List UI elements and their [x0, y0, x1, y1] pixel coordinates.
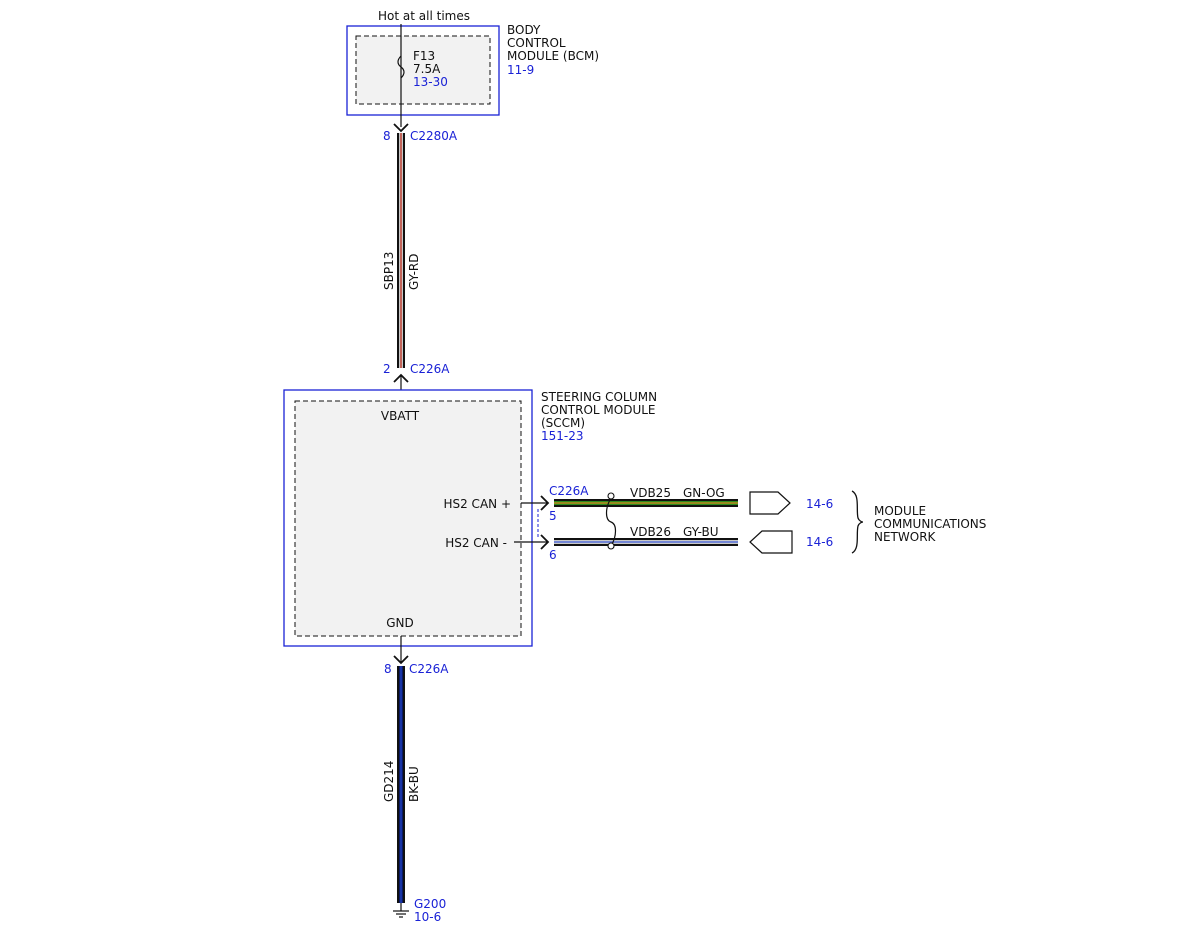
can-pin-lo: 6: [549, 548, 557, 562]
vdb26-continuation-arrow[interactable]: [749, 530, 793, 554]
c226a-bottom-pin: 8: [384, 662, 392, 676]
vdb26-page-ref[interactable]: 14-6: [806, 535, 833, 549]
wire-vdb25-circuit: VDB25: [630, 486, 671, 500]
wire-vdb26-color: GY-BU: [683, 525, 719, 539]
vdb25-continuation-arrow[interactable]: [749, 491, 791, 515]
sccm-pin-gnd: GND: [386, 616, 414, 630]
ground-page-ref[interactable]: 10-6: [414, 910, 441, 924]
wire-sbp13-color: GY-RD: [407, 253, 421, 290]
vdb25-page-ref[interactable]: 14-6: [806, 497, 833, 511]
wire-vdb26-circuit: VDB26: [630, 525, 671, 539]
wire-vdb25-color: GN-OG: [683, 486, 725, 500]
sccm-page-ref[interactable]: 151-23: [541, 429, 584, 443]
sccm-inner-box: [294, 400, 522, 637]
twisted-pair-dot: [607, 492, 615, 500]
wire-gd214[interactable]: [397, 666, 405, 903]
fuse-rating: 7.5A: [413, 62, 441, 76]
fuse-id: F13: [413, 49, 435, 63]
c2280a-pin: 8: [383, 129, 391, 143]
ground-icon: [393, 903, 409, 918]
fuse-page-ref[interactable]: 13-30: [413, 75, 448, 89]
supply-label: Hot at all times: [378, 9, 470, 23]
wire-sbp13[interactable]: [397, 133, 405, 368]
wire-gd214-color: BK-BU: [407, 766, 421, 802]
sccm-pin-can-lo: HS2 CAN -: [445, 536, 507, 550]
bcm-name-line-2: CONTROL: [507, 36, 566, 50]
bcm-page-ref[interactable]: 11-9: [507, 63, 534, 77]
wire-vdb25[interactable]: [554, 499, 738, 507]
c2280a-arrow: [393, 123, 409, 133]
network-line-2: COMMUNICATIONS: [874, 517, 986, 531]
bcm-name-line-3: MODULE (BCM): [507, 49, 599, 63]
network-brace: [851, 490, 864, 554]
bcm-module[interactable]: [346, 25, 500, 116]
twisted-pair-dot-bottom: [607, 542, 615, 550]
bcm-inner-box: [355, 35, 491, 105]
sccm-name-line-2: CONTROL MODULE: [541, 403, 656, 417]
sccm-pin-vbatt: VBATT: [381, 409, 420, 423]
c226a-top-arrow: [393, 373, 409, 383]
fuse-symbol: [397, 55, 405, 79]
sccm-module[interactable]: [283, 389, 533, 647]
bcm-name-line-1: BODY: [507, 23, 541, 37]
c226a-top-connector[interactable]: C226A: [410, 362, 450, 376]
can-hi-arrow: [540, 495, 550, 511]
c226a-bottom-arrow: [393, 655, 409, 665]
wire-vdb26[interactable]: [554, 538, 738, 546]
network-line-1: MODULE: [874, 504, 926, 518]
ground-id[interactable]: G200: [414, 897, 446, 911]
sccm-name-line-1: STEERING COLUMN: [541, 390, 657, 404]
twisted-pair-symbol: [605, 497, 617, 547]
c2280a-connector[interactable]: C2280A: [410, 129, 458, 143]
sccm-name-line-3: (SCCM): [541, 416, 585, 430]
wire-gd214-circuit: GD214: [382, 761, 396, 802]
can-pin-hi: 5: [549, 509, 557, 523]
c226a-bottom-connector[interactable]: C226A: [409, 662, 449, 676]
can-lo-arrow: [540, 534, 550, 550]
can-connector-id[interactable]: C226A: [549, 484, 589, 498]
wire-sbp13-circuit: SBP13: [382, 252, 396, 290]
network-line-3: NETWORK: [874, 530, 937, 544]
sccm-pin-can-hi: HS2 CAN +: [443, 497, 511, 511]
c226a-top-pin: 2: [383, 362, 391, 376]
